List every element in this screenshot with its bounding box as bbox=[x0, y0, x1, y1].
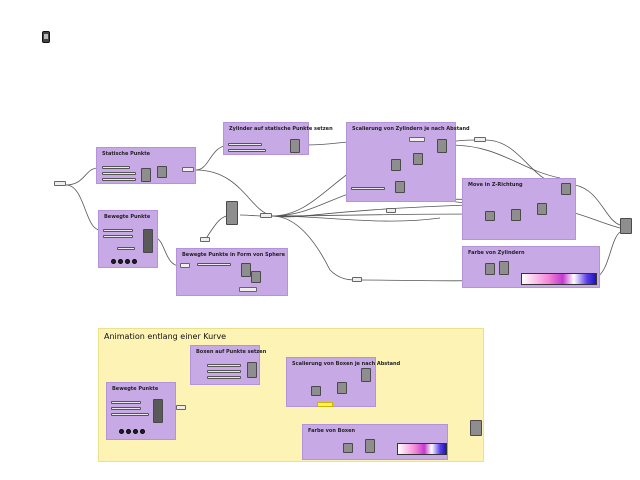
grasshopper-component-icon[interactable] bbox=[395, 181, 405, 193]
play-dots-icon[interactable] bbox=[111, 259, 137, 264]
group-title: Statische Punkte bbox=[102, 151, 150, 157]
group-skalierung-boxen[interactable]: Scalierung von Boxen je nach Abstand bbox=[286, 357, 400, 407]
group-move-z[interactable]: Move in Z-Richtung bbox=[462, 178, 576, 240]
grasshopper-component-icon[interactable] bbox=[157, 166, 167, 178]
wire bbox=[195, 169, 271, 216]
grasshopper-component-icon[interactable] bbox=[251, 271, 261, 283]
wire bbox=[574, 184, 621, 226]
number-slider[interactable] bbox=[228, 143, 262, 146]
group-zylinder[interactable]: Zylinder auf statische Punkte setzen bbox=[223, 122, 333, 155]
number-slider[interactable] bbox=[103, 229, 133, 232]
group-title: Scalierung von Boxen je nach Abstand bbox=[292, 361, 401, 367]
curve-param[interactable] bbox=[54, 181, 66, 186]
number-slider[interactable] bbox=[207, 376, 241, 379]
grasshopper-component-icon[interactable] bbox=[620, 218, 632, 234]
gradient-icon[interactable] bbox=[521, 273, 597, 285]
number-slider[interactable] bbox=[207, 370, 241, 373]
wire bbox=[65, 167, 99, 186]
text-panel[interactable] bbox=[317, 402, 333, 407]
number-slider[interactable] bbox=[111, 407, 141, 410]
number-slider[interactable] bbox=[111, 413, 149, 416]
grasshopper-component-icon[interactable] bbox=[391, 159, 401, 171]
grasshopper-component-icon[interactable] bbox=[365, 439, 375, 453]
param-label[interactable] bbox=[180, 263, 190, 268]
play-dots-icon[interactable] bbox=[119, 429, 145, 434]
group-title: Farbe von Boxen bbox=[308, 428, 356, 434]
param-label[interactable] bbox=[182, 167, 194, 172]
grasshopper-component-icon[interactable] bbox=[141, 168, 151, 182]
grasshopper-component-icon[interactable] bbox=[485, 211, 495, 221]
wire bbox=[65, 184, 101, 231]
group-title: Scalierung von Zylindern je nach Abstand bbox=[352, 126, 470, 132]
grasshopper-component-icon[interactable] bbox=[437, 139, 447, 153]
grasshopper-component-icon[interactable] bbox=[413, 153, 423, 165]
grasshopper-component-icon[interactable] bbox=[537, 203, 547, 215]
group-statische-punkte[interactable]: Statische Punkte bbox=[96, 147, 196, 184]
param-label bbox=[409, 137, 425, 142]
number-slider[interactable] bbox=[207, 364, 241, 367]
param-label[interactable] bbox=[352, 277, 362, 282]
grasshopper-component-icon[interactable] bbox=[290, 139, 300, 153]
wire bbox=[271, 213, 481, 217]
number-slider[interactable] bbox=[351, 187, 385, 190]
wire bbox=[304, 141, 351, 146]
number-slider[interactable] bbox=[102, 166, 130, 169]
param-label bbox=[239, 287, 257, 292]
grasshopper-component-icon[interactable] bbox=[226, 201, 238, 225]
group-farbe-zylinder[interactable]: Farbe von Zylindern bbox=[462, 246, 600, 288]
wire bbox=[271, 204, 471, 218]
group-bewegte-punkte-2[interactable]: Bewegte Punkte bbox=[106, 382, 176, 440]
group-bewegte-punkte[interactable]: Bewegte Punkte bbox=[98, 210, 158, 268]
group-skalierung-zylinder[interactable]: Scalierung von Zylindern je nach Abstand bbox=[346, 122, 470, 202]
group-title: Farbe von Zylindern bbox=[468, 250, 525, 256]
grasshopper-component-icon[interactable] bbox=[337, 382, 347, 394]
group-title: Bewegte Punkte bbox=[104, 214, 151, 220]
number-slider[interactable] bbox=[111, 401, 141, 404]
grasshopper-component-icon[interactable] bbox=[247, 362, 257, 378]
param-label[interactable] bbox=[176, 405, 186, 410]
grasshopper-component-icon[interactable] bbox=[499, 261, 509, 275]
wire bbox=[449, 144, 561, 179]
group-title: Animation entlang einer Kurve bbox=[104, 332, 227, 341]
number-slider[interactable] bbox=[102, 172, 136, 175]
grasshopper-component-icon[interactable] bbox=[143, 229, 153, 253]
group-farbe-boxen[interactable]: Farbe von Boxen bbox=[302, 424, 448, 460]
number-slider[interactable] bbox=[228, 149, 266, 152]
wire bbox=[239, 214, 263, 217]
group-sphere[interactable]: Bewegte Punkte in Form von Sphere bbox=[176, 248, 288, 296]
param-label[interactable] bbox=[474, 137, 486, 142]
grasshopper-component-icon[interactable] bbox=[511, 209, 521, 221]
grasshopper-component-icon[interactable] bbox=[241, 263, 251, 277]
grasshopper-component-icon[interactable] bbox=[485, 263, 495, 275]
number-slider[interactable] bbox=[117, 247, 135, 250]
group-title: Boxen auf Punkte setzen bbox=[196, 349, 267, 355]
group-title: Move in Z-Richtung bbox=[468, 182, 523, 188]
number-slider[interactable] bbox=[103, 235, 133, 238]
toolbar-icon[interactable] bbox=[42, 31, 50, 43]
grasshopper-component-icon[interactable] bbox=[311, 386, 321, 396]
grasshopper-component-icon[interactable] bbox=[470, 420, 482, 436]
grasshopper-component-icon[interactable] bbox=[361, 368, 371, 382]
param-label[interactable] bbox=[386, 208, 396, 213]
grasshopper-component-icon[interactable] bbox=[153, 399, 163, 423]
param-label[interactable] bbox=[200, 237, 210, 242]
param-label[interactable] bbox=[260, 213, 272, 218]
group-title: Bewegte Punkte in Form von Sphere bbox=[182, 252, 286, 258]
grasshopper-component-icon[interactable] bbox=[343, 443, 353, 453]
gradient-icon[interactable] bbox=[397, 443, 447, 455]
grasshopper-component-icon[interactable] bbox=[561, 183, 571, 195]
number-slider[interactable] bbox=[197, 263, 231, 266]
group-title: Bewegte Punkte bbox=[112, 386, 159, 392]
number-slider[interactable] bbox=[102, 178, 136, 181]
group-title: Zylinder auf statische Punkte setzen bbox=[229, 126, 333, 132]
group-boxen-setzen[interactable]: Boxen auf Punkte setzen bbox=[190, 345, 266, 385]
